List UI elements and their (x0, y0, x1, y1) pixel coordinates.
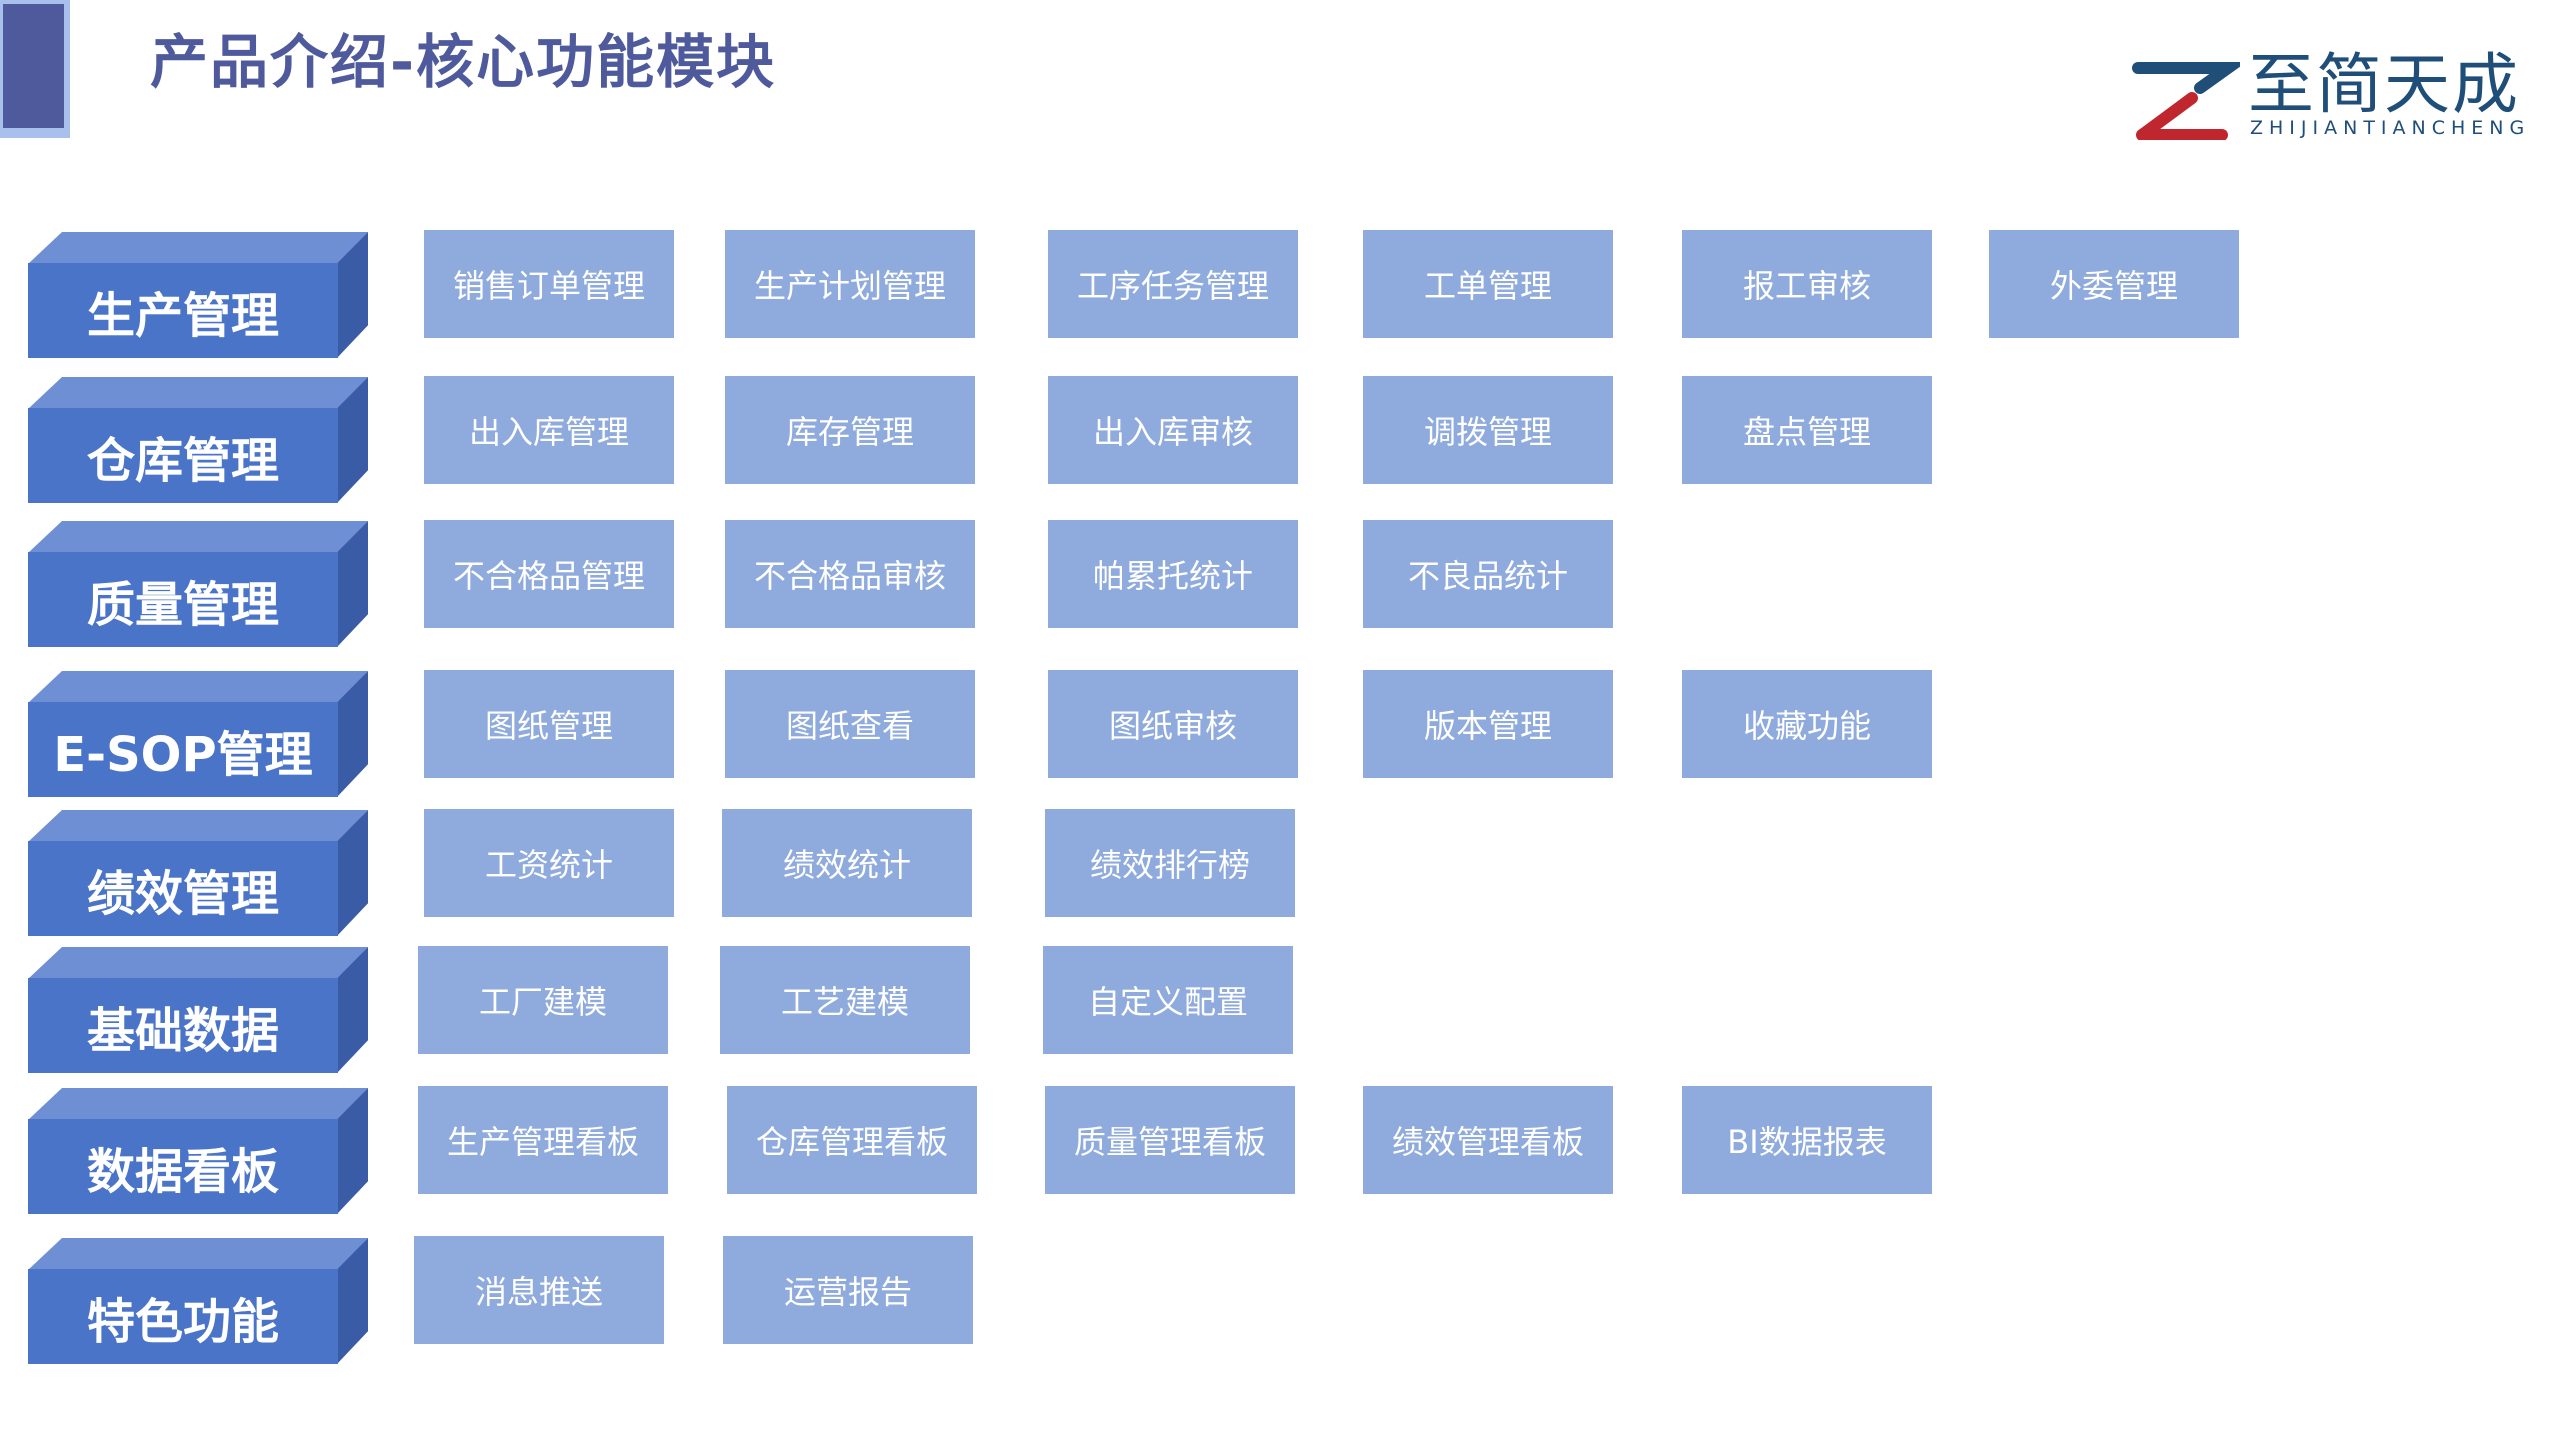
category-block: 质量管理 (28, 521, 368, 647)
module-item: 调拨管理 (1363, 376, 1613, 484)
category-block: 绩效管理 (28, 810, 368, 936)
module-item: 工艺建模 (720, 946, 970, 1054)
module-item: 收藏功能 (1682, 670, 1932, 778)
module-item: 不良品统计 (1363, 520, 1613, 628)
category-block: 基础数据 (28, 947, 368, 1073)
module-item: 工厂建模 (418, 946, 668, 1054)
module-item: 仓库管理看板 (727, 1086, 977, 1194)
module-item: 图纸审核 (1048, 670, 1298, 778)
category-block: E-SOP管理 (28, 671, 368, 797)
module-item: 出入库审核 (1048, 376, 1298, 484)
module-item: 绩效统计 (722, 809, 972, 917)
module-item: 报工审核 (1682, 230, 1932, 338)
module-item: 消息推送 (414, 1236, 664, 1344)
category-label: 生产管理 (28, 263, 338, 358)
category-top-face (28, 947, 368, 979)
page-title: 产品介绍-核心功能模块 (150, 28, 777, 96)
category-top-face (28, 1088, 368, 1120)
category-block: 数据看板 (28, 1088, 368, 1214)
category-top-face (28, 232, 368, 264)
category-top-face (28, 521, 368, 553)
z-logo-icon (2132, 62, 2240, 140)
logo-name-cn: 至简天成 (2248, 46, 2520, 123)
module-item: 自定义配置 (1043, 946, 1293, 1054)
module-item: 销售订单管理 (424, 230, 674, 338)
module-item: 版本管理 (1363, 670, 1613, 778)
module-item: 帕累托统计 (1048, 520, 1298, 628)
module-item: 工单管理 (1363, 230, 1613, 338)
category-top-face (28, 377, 368, 409)
corner-decoration (0, 0, 70, 138)
category-block: 仓库管理 (28, 377, 368, 503)
module-item: 工资统计 (424, 809, 674, 917)
category-label: 绩效管理 (28, 841, 338, 936)
module-item: 盘点管理 (1682, 376, 1932, 484)
category-label: 质量管理 (28, 552, 338, 647)
module-item: 出入库管理 (424, 376, 674, 484)
category-label: 仓库管理 (28, 408, 338, 503)
category-block: 特色功能 (28, 1238, 368, 1364)
logo-name-en: ZHIJIANTIANCHENG (2250, 117, 2531, 139)
module-item: 绩效排行榜 (1045, 809, 1295, 917)
category-label: E-SOP管理 (28, 702, 338, 797)
company-logo: 至简天成 ZHIJIANTIANCHENG (2130, 45, 2550, 145)
module-item: 生产管理看板 (418, 1086, 668, 1194)
module-item: 图纸查看 (725, 670, 975, 778)
module-item: 运营报告 (723, 1236, 973, 1344)
category-top-face (28, 810, 368, 842)
category-label: 数据看板 (28, 1119, 338, 1214)
category-label: 基础数据 (28, 978, 338, 1073)
module-item: 不合格品管理 (424, 520, 674, 628)
module-item: 库存管理 (725, 376, 975, 484)
module-item: 外委管理 (1989, 230, 2239, 338)
category-label: 特色功能 (28, 1269, 338, 1364)
module-item: 生产计划管理 (725, 230, 975, 338)
category-block: 生产管理 (28, 232, 368, 358)
category-top-face (28, 1238, 368, 1270)
module-item: 图纸管理 (424, 670, 674, 778)
module-item: 工序任务管理 (1048, 230, 1298, 338)
module-item: 不合格品审核 (725, 520, 975, 628)
module-item: 绩效管理看板 (1363, 1086, 1613, 1194)
category-top-face (28, 671, 368, 703)
module-item: 质量管理看板 (1045, 1086, 1295, 1194)
module-item: BI数据报表 (1682, 1086, 1932, 1194)
